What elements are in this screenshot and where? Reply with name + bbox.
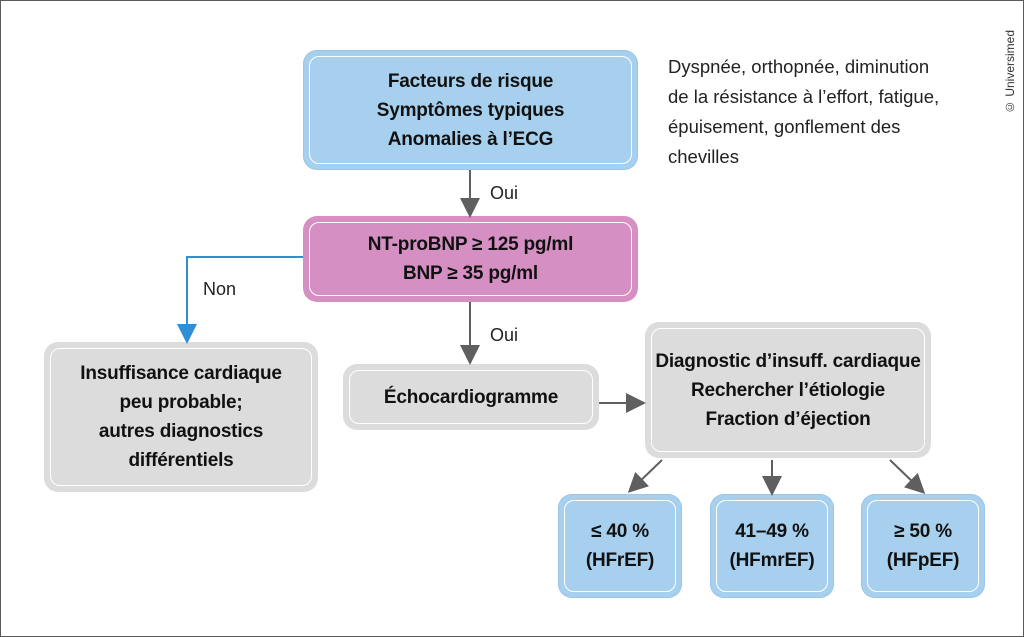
- symptoms-note-line-2: de la résistance à l’effort, fatigue,: [668, 86, 940, 107]
- arrow-bnp-to-unlikely: [177, 256, 303, 344]
- node-risk-factors: Facteurs de risque Symptômes typiques An…: [303, 50, 638, 170]
- symptoms-note-line-1: Dyspnée, orthopnée, diminution: [668, 56, 930, 77]
- node-hfref: ≤ 40 % (HFrEF): [558, 494, 682, 598]
- edge-label-yes-2: Oui: [490, 325, 519, 345]
- node-risk-line-2: Symptômes typiques: [376, 99, 565, 121]
- node-hfmref-line-2: (HFmrEF): [729, 550, 815, 571]
- symptoms-note-line-3: épuisement, gonflement des: [668, 116, 901, 137]
- node-risk-line-1: Facteurs de risque: [387, 70, 554, 92]
- node-risk-line-3: Anomalies à l’ECG: [387, 128, 554, 150]
- node-echocardiogram: Échocardiogramme: [343, 364, 599, 430]
- node-hfmref: 41–49 % (HFmrEF): [710, 494, 834, 598]
- node-hfpef: ≥ 50 % (HFpEF): [861, 494, 985, 598]
- node-diagnosis-line-1: Diagnostic d’insuff. cardiaque: [655, 350, 921, 372]
- node-bnp-threshold: NT-proBNP ≥ 125 pg/ml BNP ≥ 35 pg/ml: [303, 216, 638, 302]
- node-hfpef-line-1: ≥ 50 %: [894, 521, 952, 542]
- node-bnp-line-2: BNP ≥ 35 pg/ml: [402, 263, 539, 284]
- node-unlikely-line-4: différentiels: [128, 450, 234, 471]
- edge-label-yes-1: Oui: [490, 183, 519, 203]
- node-diagnosis-line-3: Fraction d’éjection: [705, 408, 871, 430]
- node-unlikely-line-1: Insuffisance cardiaque: [80, 363, 282, 384]
- node-diagnosis-line-2: Rechercher l’étiologie: [690, 379, 886, 401]
- arrow-diagnosis-to-hfref: [627, 459, 663, 493]
- node-hf-unlikely: Insuffisance cardiaque peu probable; aut…: [44, 342, 318, 492]
- symptoms-note-line-4: chevilles: [668, 146, 739, 167]
- node-hfpef-line-2: (HFpEF): [886, 550, 960, 571]
- copyright-notice: © Universimed: [1003, 29, 1017, 114]
- node-hfref-line-1: ≤ 40 %: [591, 521, 649, 542]
- node-hfref-line-2: (HFrEF): [585, 550, 655, 571]
- node-hfmref-line-1: 41–49 %: [735, 521, 809, 542]
- node-bnp-line-1: NT-proBNP ≥ 125 pg/ml: [367, 234, 574, 255]
- node-unlikely-line-3: autres diagnostics: [98, 421, 264, 442]
- edge-label-no: Non: [203, 279, 237, 299]
- node-echo-line-1: Échocardiogramme: [383, 386, 559, 408]
- node-hf-diagnosis: Diagnostic d’insuff. cardiaque Recherche…: [645, 322, 931, 458]
- node-unlikely-line-2: peu probable;: [119, 392, 243, 413]
- arrow-diagnosis-to-hfpef: [889, 459, 926, 494]
- symptoms-note: Dyspnée, orthopnée, diminution de la rés…: [668, 52, 939, 172]
